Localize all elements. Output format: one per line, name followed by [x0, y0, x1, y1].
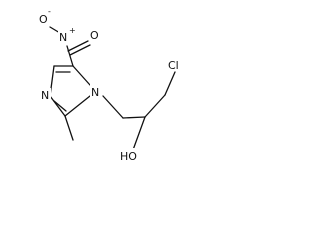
- nitro-n-label: N: [59, 31, 67, 44]
- choh-oh-bond: [132, 116, 146, 151]
- oxide-o-bg: [38, 12, 48, 25]
- hydroxyl-label: HO: [120, 150, 137, 163]
- bonds: [49, 26, 176, 151]
- chloro-bg: [167, 58, 183, 71]
- choh-ch2cl-bond: [144, 94, 166, 118]
- nitro-o-bg: [89, 28, 99, 41]
- chloro-label: Cl: [168, 59, 179, 72]
- structure-diagram: O - N + O N N Cl HO: [38, 7, 183, 163]
- nitro-n-o-double-bond-2: [67, 40, 89, 52]
- ring-c5-n1-bond: [72, 65, 91, 86]
- oxide-o-label: O: [39, 13, 48, 26]
- oxide-charge-label: -: [48, 7, 51, 16]
- hydroxyl-bg: [119, 148, 139, 162]
- ring-n3-c2-bond: [49, 95, 66, 117]
- ch2-cl-bond: [164, 71, 176, 96]
- ring-n3-label: N: [41, 89, 49, 102]
- nitro-n-c5-bond: [66, 45, 74, 67]
- nitro-o-label: O: [90, 29, 99, 42]
- c2-methyl-bond: [64, 115, 74, 141]
- atom-labels: O - N + O N N Cl HO: [38, 7, 183, 163]
- ring-n1-bg: [90, 84, 102, 98]
- n1-ch2-bond: [102, 95, 124, 119]
- ring-n1-label: N: [91, 86, 99, 99]
- nitro-charge-label: +: [69, 26, 76, 35]
- ring-n3-bg: [40, 88, 51, 101]
- nitro-n-o-double-bond: [69, 44, 91, 56]
- nitro-n-bg: [58, 30, 68, 43]
- ring-c2-n1-bond: [64, 95, 91, 117]
- ring-n3-c2-inner-bond: [53, 100, 67, 112]
- ch2-choh-bond: [122, 116, 146, 119]
